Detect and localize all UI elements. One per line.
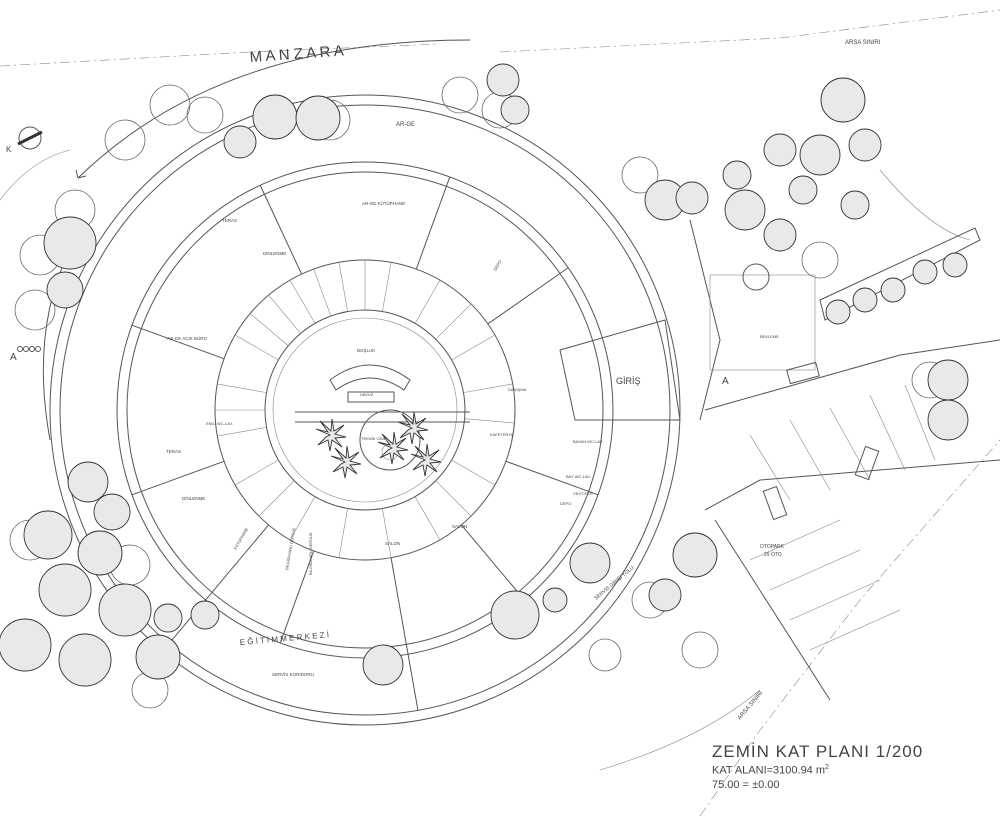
central-courtyard: [295, 364, 470, 471]
label-bilgisayarli-derslik-2: BİLGİSAYARLI DERSLİK: [284, 527, 296, 570]
label-bekleme: BEKLEME: [760, 334, 779, 339]
building-rings: [49, 94, 681, 726]
manzara-arc: [42, 39, 471, 441]
label-north: K: [6, 145, 12, 154]
title-block: ZEMİN KAT PLANI 1/200 KAT ALANI=3100.94 …: [712, 742, 923, 791]
entrance-wing: [559, 219, 981, 421]
label-salon-2: SALON: [452, 524, 467, 529]
label-engelli-wc: ENG. WC-LAV.: [206, 421, 233, 426]
label-arsa-siniri-top: ARSA SINIRI: [845, 40, 881, 46]
label-arge: AR-GE: [396, 122, 415, 128]
label-dinlenme-2: DİNLENME: [182, 495, 205, 501]
section-marker-dots: [17, 346, 41, 352]
label-havuz: HAVUZ: [360, 392, 374, 397]
label-giris: GİRİŞ: [616, 376, 641, 386]
label-manzara: M A N Z A R A: [249, 42, 344, 66]
floor-area-unit-exponent: 2: [825, 764, 829, 771]
label-section-a-right: A: [722, 376, 729, 387]
label-bosluk: BOŞLUK: [357, 348, 375, 353]
site-trees: [0, 63, 969, 709]
label-servis-koridoru: SERVİS KORİDORU: [272, 671, 314, 677]
label-teras-1: TERAS: [222, 218, 237, 223]
label-salon-1: SALON: [385, 541, 400, 546]
label-arsa-siniri-right: ARSA SINIRI: [737, 690, 765, 721]
label-bilgisayarli-derslik-1: BİLGİSAYARLI DERSLİK: [308, 532, 313, 575]
label-kutuphane: KÜTÜPHANE: [233, 526, 250, 550]
label-dinlenme-1: DİNLENME: [263, 250, 286, 256]
label-bay-wc: BAY WC-LAV.: [566, 474, 591, 479]
label-teras-2: TERAS: [166, 449, 181, 454]
site-boundary: [0, 9, 1000, 816]
label-otopark-capacity: 29 OTO: [764, 552, 782, 558]
north-arrow-icon: [17, 126, 43, 150]
floor-area-value: KAT ALANI=3100.94 m: [712, 764, 826, 777]
label-otopark: OTOPARK: [760, 544, 785, 550]
label-vestiyer: VESTİYER: [573, 491, 593, 496]
label-teknik-oda: TEKNİK ODA: [361, 436, 386, 441]
floor-area: KAT ALANI=3100.94 m2: [712, 764, 923, 777]
label-depo-1: DEPO: [493, 259, 503, 271]
label-depo-2: DEPO: [560, 501, 571, 506]
courtyard-palms: [315, 411, 442, 479]
label-kafeterya: KAFETERYA: [490, 432, 514, 437]
label-danisma: DANIŞMA: [508, 387, 527, 392]
label-arge-acik-buro: AR-GE AÇIK BÜRO: [167, 335, 208, 341]
elevation-reference: 75.00 = ±0.00: [712, 778, 780, 791]
parking-lot: [704, 339, 1000, 701]
label-section-a-left: A: [10, 352, 17, 363]
plan-title: ZEMİN KAT PLANI 1/200: [712, 742, 924, 761]
label-bayan-wc: BAYAN WC-LAV.: [573, 439, 603, 444]
label-arge-kutuphane: AR-GE KÜTÜPHANE: [362, 200, 405, 206]
